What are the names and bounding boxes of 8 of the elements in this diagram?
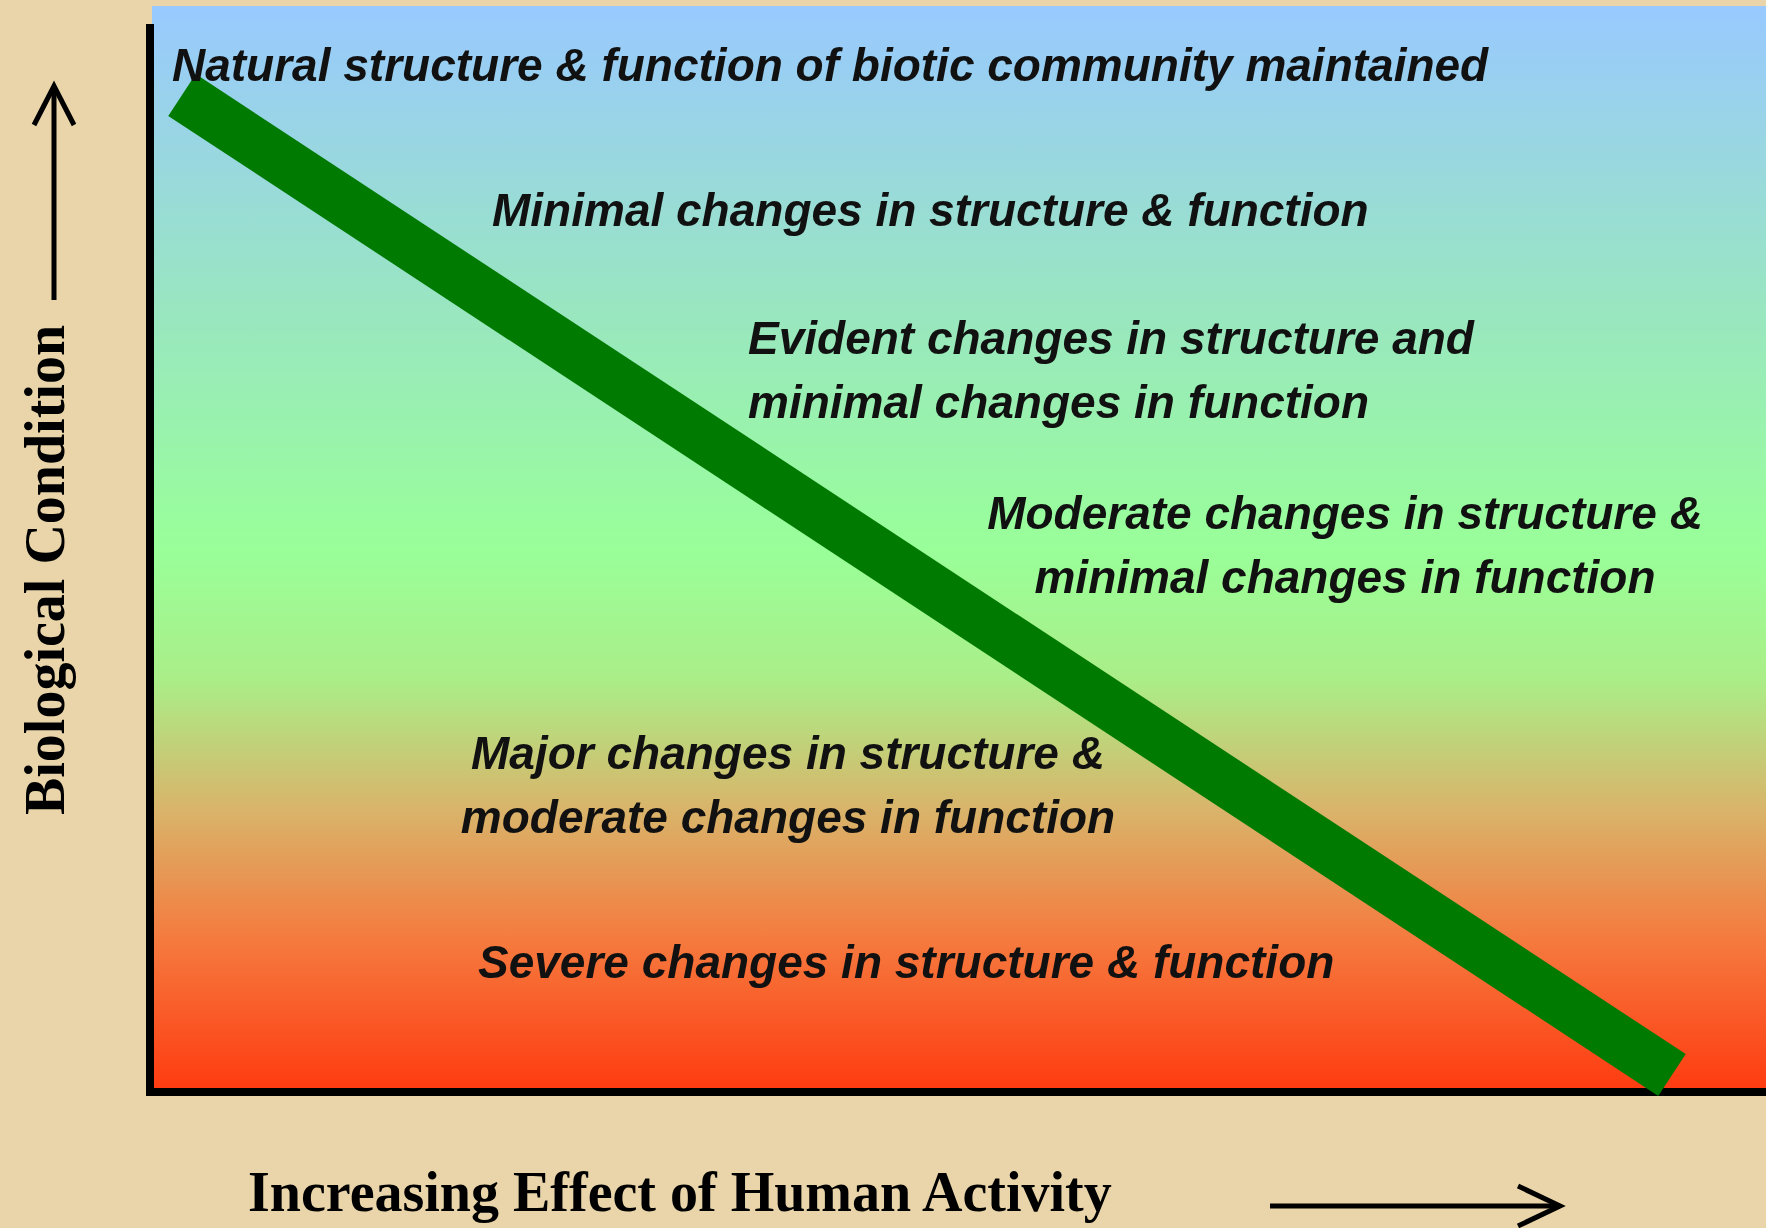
condition-label: Evident changes in structure and minimal changes in function <box>748 311 1476 430</box>
condition-label: Major changes in structure & moderate changes in function <box>459 726 1117 845</box>
condition-label: Severe changes in structure & function <box>478 935 1335 990</box>
condition-label: Minimal changes in structure & function <box>492 183 1369 238</box>
condition-label: Moderate changes in structure & minimal changes in function <box>986 486 1704 605</box>
axis-title: Biological Condition <box>13 324 77 816</box>
axis-title: Increasing Effect of Human Activity <box>248 1160 1112 1224</box>
condition-label: Natural structure & function of biotic community maintained <box>172 38 1489 93</box>
